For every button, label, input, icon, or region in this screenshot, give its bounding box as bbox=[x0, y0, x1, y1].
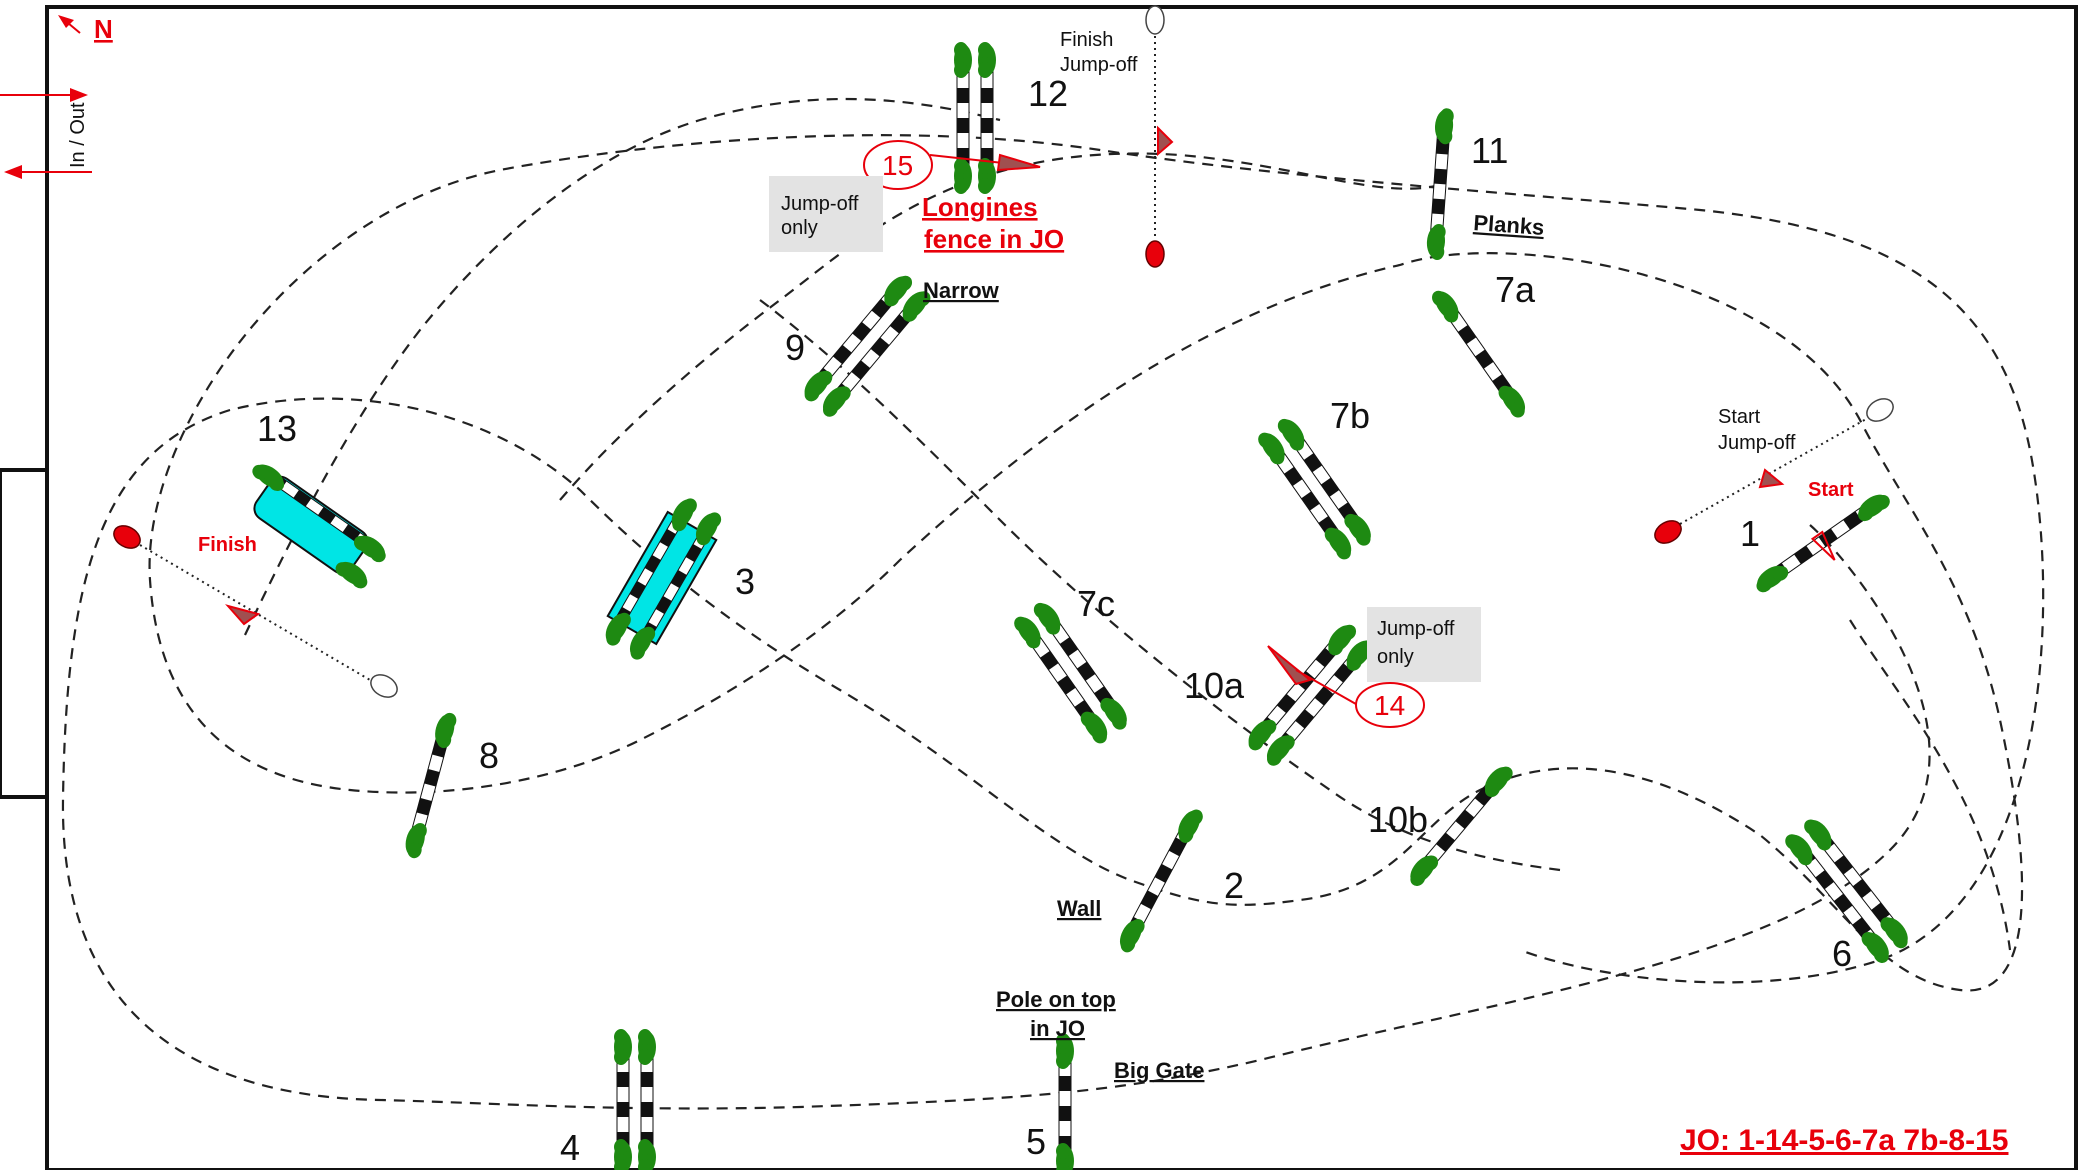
fence-11 bbox=[1425, 107, 1455, 261]
side-gate-structure bbox=[0, 468, 49, 799]
fence-2-number: 2 bbox=[1224, 865, 1244, 906]
finish-line bbox=[113, 525, 398, 698]
course-route bbox=[61, 97, 2045, 1110]
fence-10a bbox=[1242, 619, 1378, 769]
fence-1 bbox=[1751, 488, 1893, 596]
fence-5 bbox=[1056, 1033, 1074, 1170]
in-out-arrows bbox=[0, 88, 92, 179]
start-label: Start bbox=[1808, 479, 1854, 501]
jumpoff-only-note-15-line1: Jump-off bbox=[781, 193, 859, 215]
fence-7a-number: 7a bbox=[1495, 269, 1536, 310]
fence-10b bbox=[1404, 760, 1516, 890]
fence-5-note-2: in JO bbox=[1030, 1016, 1085, 1041]
fence-12 bbox=[954, 42, 996, 194]
fence-10b-number: 10b bbox=[1368, 799, 1428, 840]
north-label: N bbox=[94, 14, 113, 44]
fence-6 bbox=[1782, 814, 1914, 966]
jumpoff-only-note-15 bbox=[769, 176, 883, 252]
jumpoff-fence-14-number: 14 bbox=[1374, 690, 1405, 721]
fence-2 bbox=[1114, 805, 1206, 955]
fence-13 bbox=[249, 458, 391, 592]
fence-3 bbox=[600, 493, 724, 663]
fence-7b bbox=[1255, 413, 1377, 563]
jumpoff-fence-15-number: 15 bbox=[882, 150, 913, 181]
jumpoff-fence-15-note-1: Longines bbox=[922, 192, 1038, 222]
start-jumpoff-label-2: Jump-off bbox=[1718, 432, 1796, 454]
fence-9-name: Narrow bbox=[923, 278, 1000, 303]
fence-13-number: 13 bbox=[257, 408, 297, 449]
in-out-label: In / Out bbox=[67, 102, 89, 168]
fence-4 bbox=[614, 1029, 656, 1170]
finish-jumpoff-line bbox=[1145, 5, 1174, 268]
fence-9-number: 9 bbox=[785, 327, 805, 368]
fence-7a bbox=[1429, 285, 1531, 421]
fence-2-name: Wall bbox=[1057, 896, 1101, 921]
jumpoff-sequence: JO: 1-14-5-6-7a 7b-8-15 bbox=[1680, 1124, 2008, 1157]
fence-9 bbox=[798, 270, 934, 420]
fence-7c bbox=[1011, 597, 1133, 747]
start-line bbox=[1654, 398, 1894, 544]
north-arrow-icon bbox=[58, 15, 81, 34]
fence-6-number: 6 bbox=[1832, 933, 1852, 974]
fence-4-number: 4 bbox=[560, 1127, 580, 1168]
fence-8-number: 8 bbox=[479, 735, 499, 776]
finish-label: Finish bbox=[198, 534, 257, 556]
fence-5-name: Big Gate bbox=[1114, 1058, 1204, 1083]
fence-10a-number: 10a bbox=[1184, 665, 1245, 706]
start-jumpoff-label-1: Start bbox=[1718, 406, 1761, 428]
jumpoff-only-note-14 bbox=[1367, 607, 1481, 682]
jumpoff-only-note-14-line2: only bbox=[1377, 646, 1414, 668]
fence-1-number: 1 bbox=[1740, 513, 1760, 554]
finish-jumpoff-label-1: Finish bbox=[1060, 29, 1113, 51]
fence-11-name: Planks bbox=[1473, 210, 1546, 240]
jumpoff-fence-14-marker bbox=[1267, 645, 1425, 728]
finish-jumpoff-label-2: Jump-off bbox=[1060, 54, 1138, 76]
jumpoff-fence-15-note-2: fence in JO bbox=[924, 224, 1064, 254]
fence-11-number: 11 bbox=[1471, 130, 1508, 171]
jumpoff-only-note-15-line2: only bbox=[781, 217, 818, 239]
fence-5-note-1: Pole on top bbox=[996, 987, 1116, 1012]
jumpoff-only-note-14-line1: Jump-off bbox=[1377, 618, 1455, 640]
fence-5-number: 5 bbox=[1026, 1121, 1046, 1162]
fence-7b-number: 7b bbox=[1330, 395, 1370, 436]
fence-7c-number: 7c bbox=[1077, 583, 1115, 624]
fence-3-number: 3 bbox=[735, 561, 755, 602]
fence-12-number: 12 bbox=[1028, 73, 1068, 114]
fence-8 bbox=[401, 710, 459, 860]
